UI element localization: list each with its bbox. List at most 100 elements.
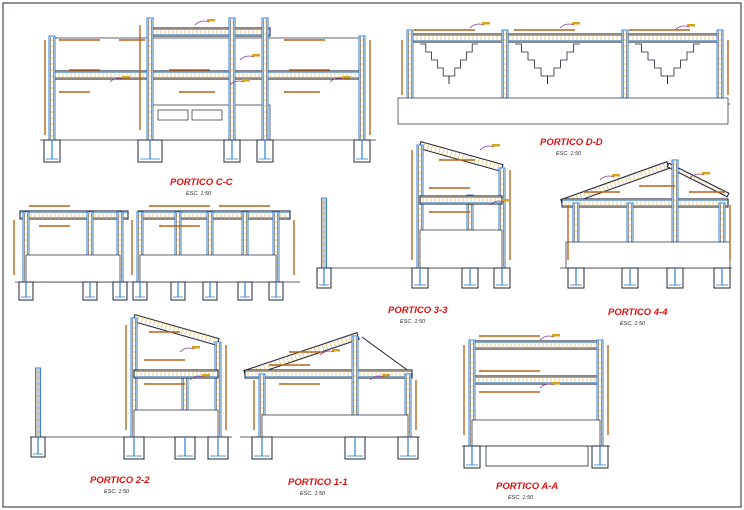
callout-dot [59, 39, 61, 41]
callout-dot [39, 225, 41, 227]
callout-dot [479, 335, 481, 337]
column [321, 197, 327, 269]
sloped-beam-stirrup [594, 187, 598, 195]
sloped-beam-stirrup [168, 324, 172, 332]
leader-arc [329, 77, 345, 83]
wall-panel [397, 97, 729, 125]
sloped-beam-stirrup [192, 331, 196, 339]
sloped-beam-stirrup [294, 353, 298, 361]
sloped-beam-stirrup [196, 332, 200, 340]
sloped-beam-stirrup [493, 162, 496, 170]
leader-arc [179, 347, 195, 353]
sloped-beam-stirrup [164, 323, 168, 331]
opening [191, 109, 223, 121]
sloped-beam-stirrup [708, 183, 711, 188]
sloped-beam-stirrup [469, 155, 472, 163]
portico-cc-scale: ESC. 1:50 [186, 191, 212, 197]
portico-11-drawing [240, 331, 420, 460]
sloped-beam-stirrup [160, 322, 164, 330]
callout-dot [439, 159, 441, 161]
sloped-beam-stirrup [711, 185, 715, 190]
sloped-beam-stirrup [290, 354, 294, 362]
leader-arc [239, 55, 255, 61]
column [261, 17, 269, 141]
callout-dot [514, 29, 516, 31]
beam [244, 369, 413, 379]
portico-aa-drawing [462, 334, 610, 469]
stair-profile [547, 43, 580, 84]
callout-dot [149, 331, 151, 333]
sloped-beam-stirrup [305, 349, 309, 357]
leader-arc [369, 375, 385, 381]
portico-44-title: PORTICO 4-4 [608, 307, 668, 318]
callout-dot [414, 29, 416, 31]
sloped-beam-stirrup [442, 148, 445, 156]
sloped-beam-stirrup [700, 179, 703, 184]
sloped-beam-stirrup [477, 157, 480, 165]
column [406, 29, 414, 105]
leader-label-box [502, 199, 510, 202]
portico-33-scale: ESC. 1:50 [400, 319, 426, 325]
leader-arc [189, 375, 205, 381]
sloped-beam-stirrup [640, 171, 643, 178]
callout-dot [69, 69, 71, 71]
leader-arc [539, 383, 555, 389]
wall-panel [51, 37, 363, 76]
sloped-beam-stirrup [321, 344, 325, 352]
leader-label-box [207, 19, 215, 22]
sloped-beam-stirrup [341, 337, 344, 345]
portico-aa-scale: ESC. 1:50 [508, 495, 534, 501]
sloped-beam-stirrup [286, 356, 290, 363]
stair-profile [635, 43, 668, 84]
callout-dot [584, 191, 586, 193]
leader-label-box [572, 22, 580, 25]
sloped-beam-stirrup [267, 362, 270, 370]
sloped-beam-stirrup [348, 335, 352, 343]
callout-dot [149, 205, 151, 207]
callout-dot [289, 351, 291, 353]
leader-label-box [122, 76, 130, 79]
leader-arc [109, 77, 125, 83]
portico-33-title: PORTICO 3-3 [388, 305, 448, 316]
portico-cc-drawing [13, 17, 376, 301]
leader-label-box [702, 172, 710, 175]
sloped-beam-stirrup [200, 333, 204, 341]
sloped-beam-stirrup [144, 317, 148, 325]
leader-label-box [482, 22, 490, 25]
sloped-beam-stirrup [148, 319, 152, 327]
sloped-beam-stirrup [632, 173, 636, 181]
sloped-beam-stirrup [325, 343, 329, 350]
wall-panel [471, 419, 601, 447]
sloped-beam-stirrup [609, 181, 613, 189]
leader-arc [229, 80, 245, 86]
roof-line [361, 336, 411, 373]
sloped-beam-stirrup [496, 163, 500, 171]
opening [157, 109, 189, 121]
callout-dot [639, 185, 641, 187]
portico-33-drawing [316, 140, 511, 289]
sloped-beam-stirrup [212, 337, 216, 345]
portico-11-scale: ESC. 1:50 [300, 491, 326, 497]
callout-dot [179, 91, 181, 93]
sloped-beam-stirrup [651, 167, 655, 174]
callout-dot [219, 205, 221, 207]
sloped-beam-stirrup [337, 339, 340, 346]
wall-panel [133, 409, 219, 438]
portico-44-drawing [560, 159, 732, 289]
portico-cc-title: PORTICO C-C [170, 177, 233, 188]
stair-profile [448, 43, 478, 84]
sloped-beam-stirrup [446, 149, 449, 157]
sloped-beam-stirrup [628, 175, 632, 182]
callout-dot [284, 39, 286, 41]
beam [19, 210, 129, 220]
wall-panel [261, 414, 409, 438]
sloped-beam-stirrup [602, 184, 606, 192]
sloped-beam-stirrup [489, 161, 492, 169]
sloped-beam-stirrup [621, 177, 624, 185]
sloped-beam-stirrup [457, 152, 461, 160]
sloped-beam-stirrup [204, 335, 208, 343]
sloped-beam-stirrup [613, 180, 617, 188]
portico-22-scale: ESC. 1:50 [104, 489, 130, 495]
sloped-beam-stirrup [647, 168, 651, 176]
